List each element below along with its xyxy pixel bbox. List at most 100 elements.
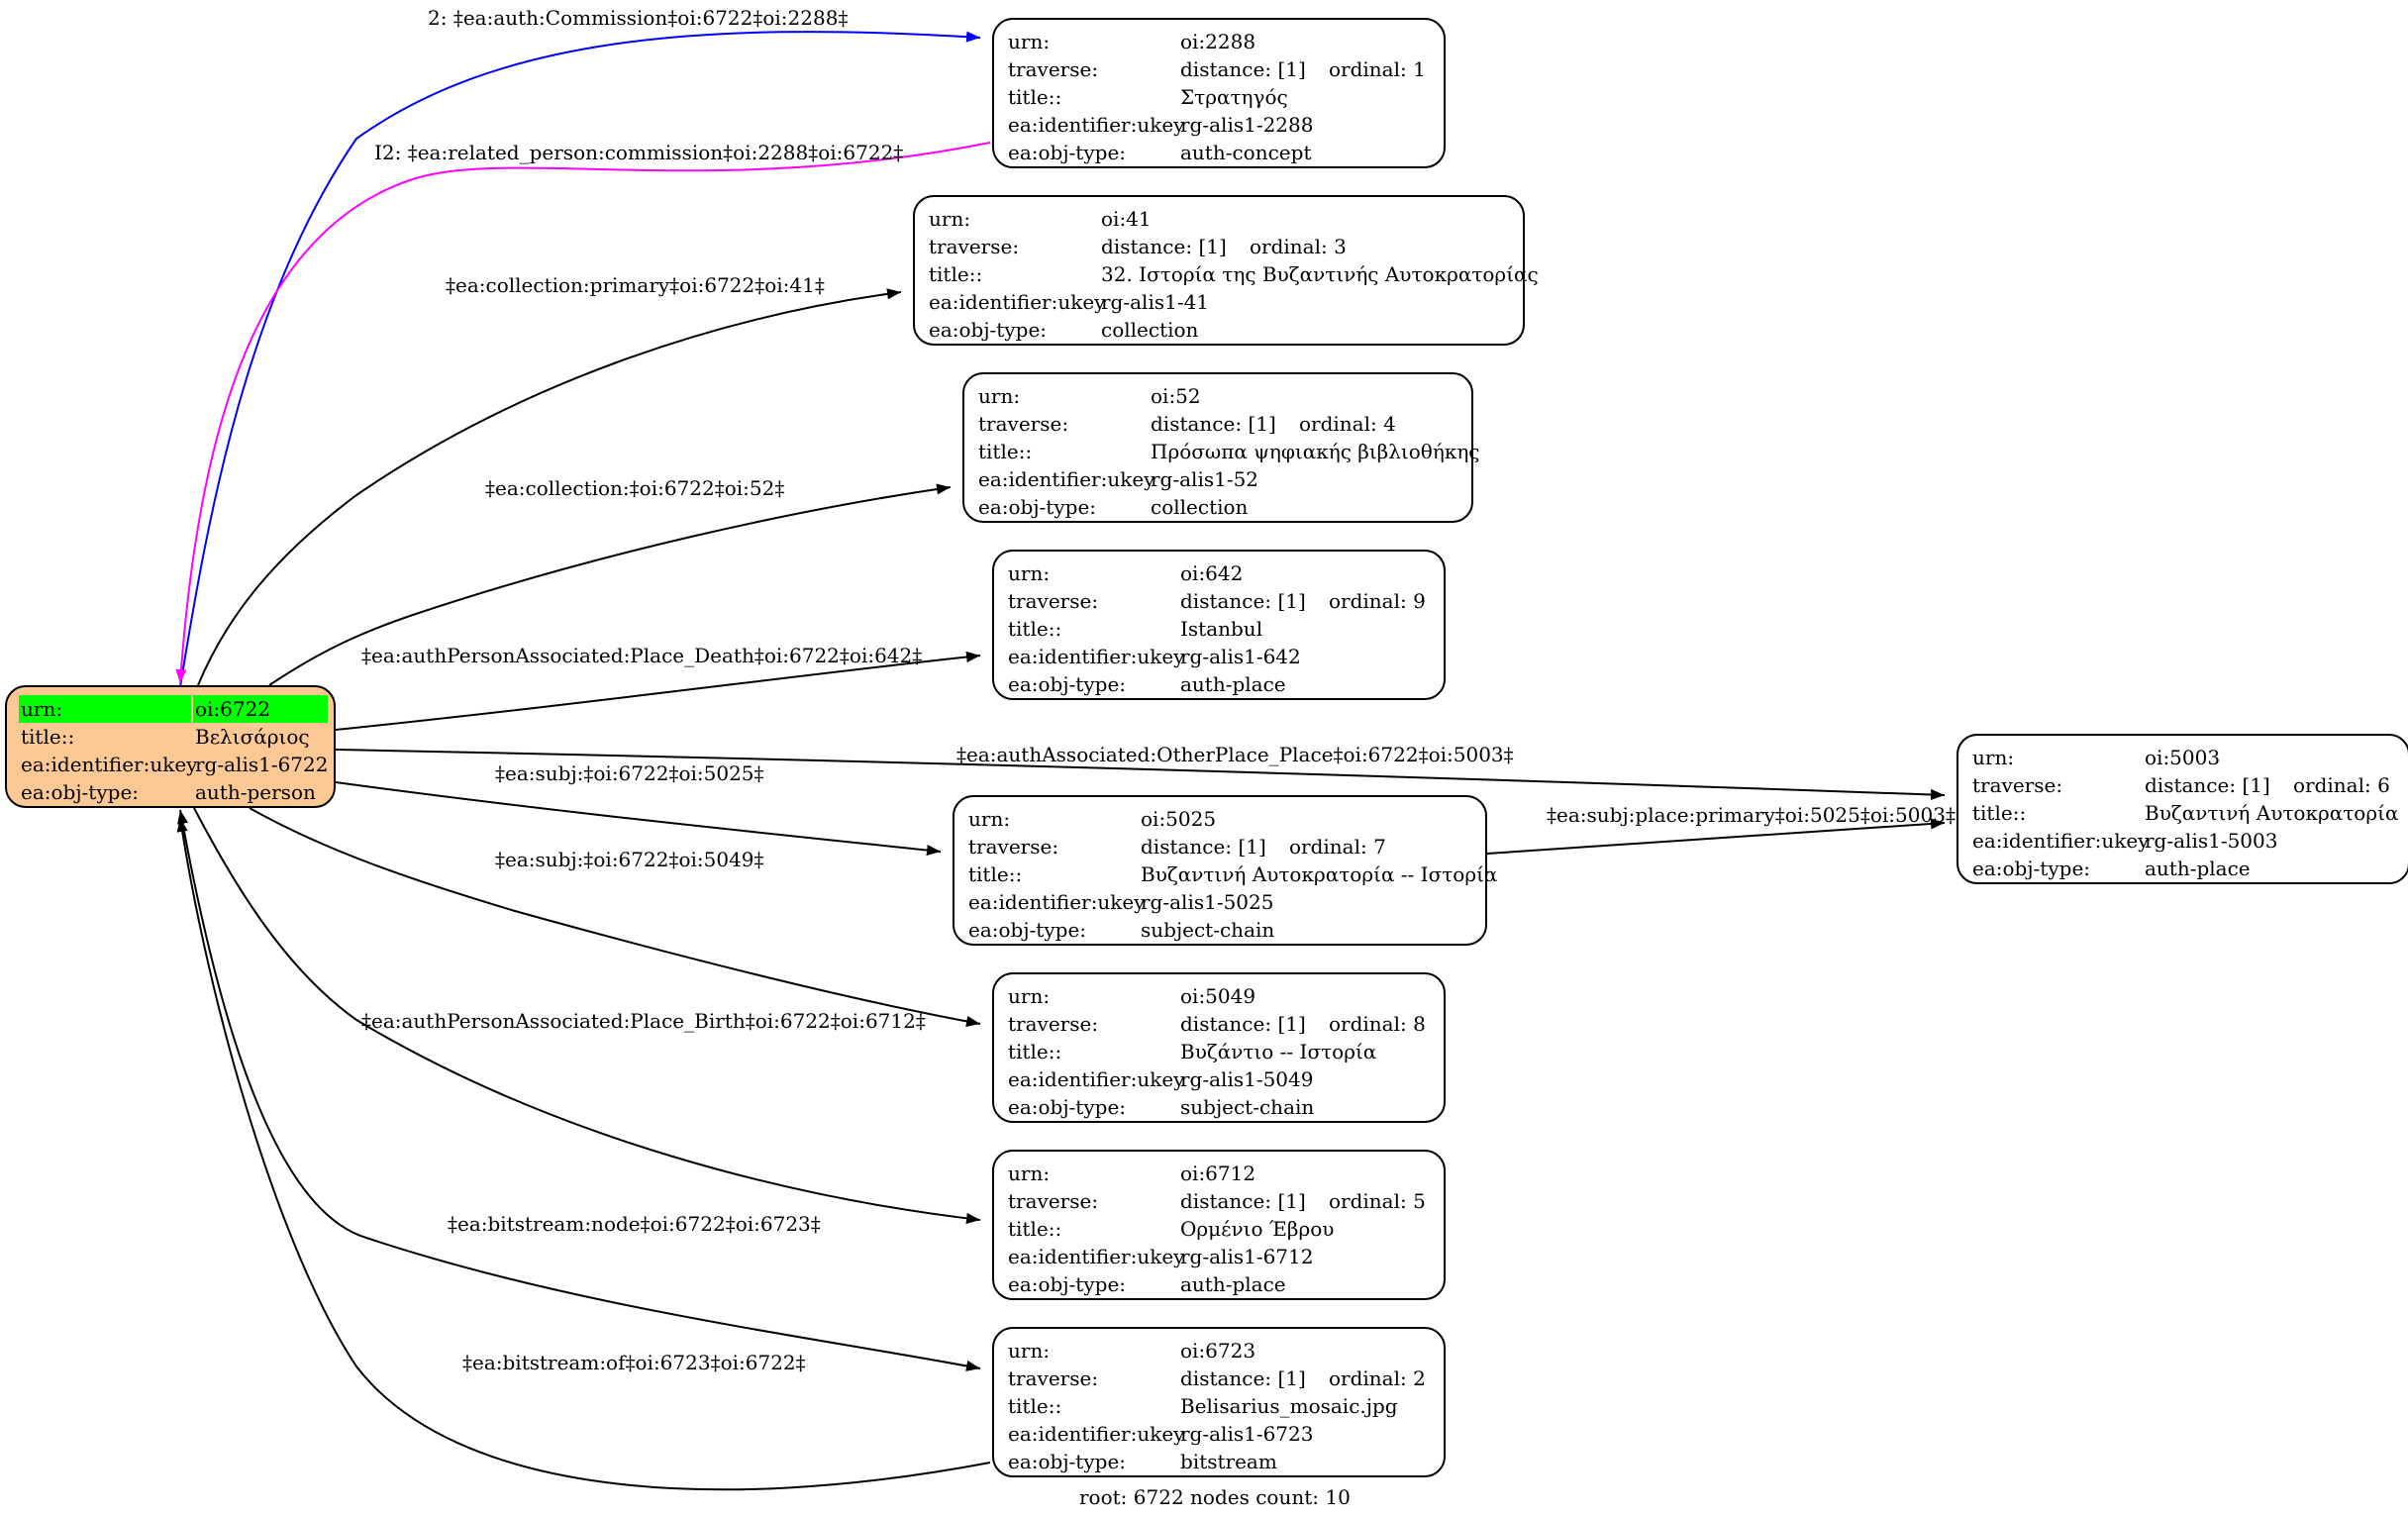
node-ordinal: ordinal: 7 — [1289, 835, 1386, 859]
node-field-value: distance: [1] — [1180, 1366, 1306, 1390]
node-field-key: ea:obj-type: — [1008, 141, 1127, 164]
node-ordinal: ordinal: 5 — [1329, 1189, 1426, 1213]
node-field-value: oi:6722 — [193, 695, 328, 723]
node-row: urn:oi:5025 — [954, 805, 1485, 833]
node-field-value: Βυζάντιο -- Ιστορία — [1180, 1040, 1377, 1063]
node-row: ea:obj-type: auth-concept — [994, 139, 1444, 166]
node-field-key: title:: — [1008, 1394, 1062, 1418]
node-field-value: auth-person — [195, 780, 316, 804]
node-oi-6723[interactable]: urn: oi:6723 traverse: distance: [1] ordinal… — [992, 1327, 1446, 1477]
node-row: title::Στρατηγός — [994, 83, 1444, 111]
node-field-value: rg-alis1-6712 — [1180, 1245, 1314, 1268]
node-field-key: traverse: — [978, 412, 1069, 436]
node-ordinal: ordinal: 6 — [2293, 773, 2390, 797]
node-field-key: title:: — [1008, 85, 1062, 109]
node-field-key: urn: — [929, 207, 971, 231]
node-field-value: Στρατηγός — [1180, 85, 1288, 109]
node-field-value: rg-alis1-642 — [1180, 645, 1301, 668]
node-field-value: oi:5003 — [2145, 746, 2221, 769]
node-field-key: traverse: — [929, 235, 1020, 258]
node-field-key: traverse: — [1008, 589, 1099, 613]
node-field-key: ea:obj-type: — [1008, 672, 1127, 696]
node-field-value: collection — [1151, 495, 1249, 519]
node-field-value: Ορμένιο Έβρου — [1180, 1217, 1335, 1241]
node-field-value: oi:41 — [1101, 207, 1152, 231]
edge-label-e-coll: ‡ea:collection:‡oi:6722‡oi:52‡ — [485, 476, 785, 500]
node-row: title::32. Ιστορία της Βυζαντινής Αυτοκρ… — [915, 260, 1539, 288]
node-field-value: Βελισάριος — [195, 725, 310, 749]
node-row: urn:oi:6712 — [994, 1160, 1444, 1187]
edge-e-bitstream-node — [176, 809, 981, 1371]
node-field-key: urn: — [19, 695, 191, 723]
edge-e-coll-primary — [197, 288, 902, 686]
node-row: traverse:distance: [1]ordinal: 8 — [994, 1010, 1444, 1038]
edge-label-e-death: ‡ea:authPersonAssociated:Place_Death‡oi:… — [361, 644, 923, 667]
node-field-value: rg-alis1-6723 — [1180, 1422, 1314, 1446]
node-field-value: auth-place — [2145, 857, 2251, 880]
node-ordinal: ordinal: 2 — [1329, 1366, 1426, 1390]
node-field-key: ea:identifier:ukey — [978, 467, 1155, 491]
node-field-key: ea:identifier:ukey — [21, 753, 198, 776]
edge-label-e-birth: ‡ea:authPersonAssociated:Place_Birth‡oi:… — [361, 1009, 926, 1033]
node-field-key: title:: — [1008, 617, 1062, 641]
edge-label-e-otherplace: ‡ea:authAssociated:OtherPlace_Place‡oi:6… — [956, 743, 1514, 766]
node-field-value: auth-concept — [1180, 141, 1312, 164]
node-field-value: Βυζαντινή Αυτοκρατορία -- Ιστορία — [1141, 862, 1498, 886]
edge-e-related — [175, 142, 991, 684]
node-ordinal: ordinal: 3 — [1250, 235, 1347, 258]
node-field-value: subject-chain — [1180, 1095, 1315, 1119]
node-field-key: traverse: — [1008, 1366, 1099, 1390]
node-field-key: title:: — [1008, 1217, 1062, 1241]
node-row: traverse: distance: [1] ordinal: 2 — [994, 1365, 1444, 1392]
node-field-value: oi:5025 — [1141, 807, 1217, 831]
node-field-value: rg-alis1-41 — [1101, 290, 1210, 314]
node-field-value: oi:5049 — [1180, 984, 1256, 1008]
node-row: title::Belisarius_mosaic.jpg — [994, 1392, 1444, 1420]
node-field-key: title:: — [968, 862, 1023, 886]
node-field-key: title:: — [929, 262, 983, 286]
graph-footer: root: 6722 nodes count: 10 — [1079, 1485, 1351, 1509]
node-field-value: distance: [1] — [1180, 589, 1306, 613]
node-field-value: Βυζαντινή Αυτοκρατορία — [2145, 801, 2399, 825]
node-row: ea:obj-type:subject-chain — [954, 916, 1485, 944]
node-field-key: ea:identifier:ukey — [929, 290, 1106, 314]
node-field-value: oi:52 — [1151, 384, 1201, 408]
node-field-value: distance: [1] — [1180, 1189, 1306, 1213]
node-row: title::Ορμένιο Έβρου — [994, 1215, 1444, 1243]
node-field-value: subject-chain — [1141, 918, 1275, 942]
edge-label-e-bitstream-of: ‡ea:bitstream:of‡oi:6723‡oi:6722‡ — [462, 1351, 806, 1374]
node-row: urn:oi:642 — [994, 559, 1444, 587]
node-row: traverse:distance: [1]ordinal: 7 — [954, 833, 1485, 860]
node-field-key: title:: — [21, 725, 75, 749]
node-row: title::Βελισάριος — [7, 723, 334, 751]
node-row: urn:oi:5003 — [1958, 744, 2408, 771]
node-oi-41[interactable]: urn: oi:41 traverse: distance: [1] ordinal: … — [913, 195, 1539, 346]
node-row: ea:obj-type:auth-place — [1958, 855, 2408, 882]
node-row: title::Πρόσωπα ψηφιακής βιβλιοθήκης — [964, 438, 1480, 465]
node-field-value: oi:6723 — [1180, 1339, 1256, 1363]
node-field-value: distance: [1] — [1101, 235, 1227, 258]
node-field-value: bitstream — [1180, 1450, 1277, 1473]
node-field-value: distance: [1] — [1180, 1012, 1306, 1036]
node-field-key: urn: — [1008, 1339, 1051, 1363]
node-row: traverse:distance: [1]ordinal: 9 — [994, 587, 1444, 615]
node-field-key: traverse: — [1972, 773, 2063, 797]
node-row: urn:oi:5049 — [994, 982, 1444, 1010]
node-field-key: urn: — [978, 384, 1021, 408]
node-field-value: collection — [1101, 318, 1199, 342]
